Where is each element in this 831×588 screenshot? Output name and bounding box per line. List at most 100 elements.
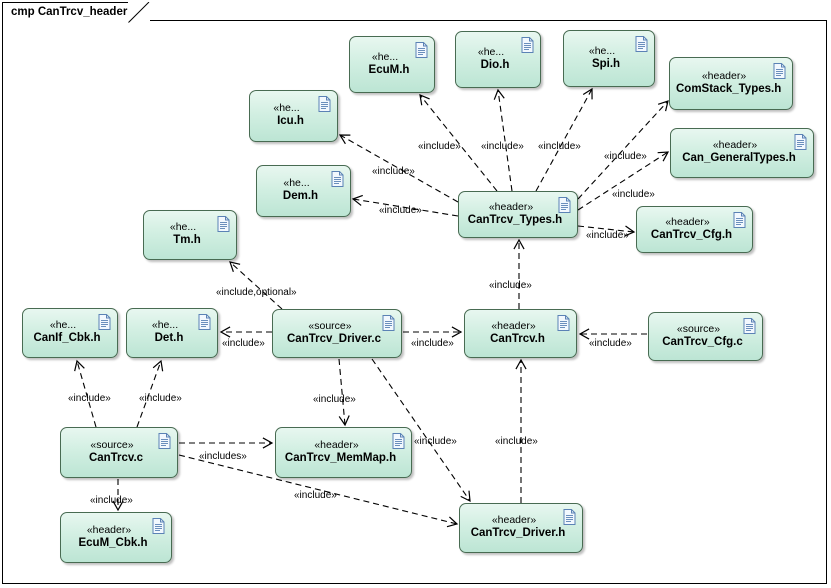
document-icon <box>558 197 571 213</box>
node-icu_h[interactable]: «he...Icu.h <box>249 90 338 142</box>
edge-label-driver-tm: «include,optional» <box>216 287 297 298</box>
node-name: CanTrcv_Cfg.h <box>650 228 733 241</box>
node-stereotype: «he... <box>371 50 399 63</box>
document-icon <box>98 314 111 330</box>
node-name: EcuM.h <box>368 63 410 76</box>
node-name: CanTrcv_Driver.h <box>470 527 566 540</box>
node-stereotype: «he... <box>588 44 616 57</box>
document-icon <box>743 318 756 334</box>
node-stereotype: «he... <box>169 221 197 234</box>
document-icon <box>794 134 807 150</box>
node-det_h[interactable]: «he...Det.h <box>126 308 218 358</box>
node-cantrcv_h[interactable]: «header»CanTrcv.h <box>464 309 577 358</box>
document-icon <box>521 37 534 53</box>
node-stereotype: «he... <box>49 319 77 332</box>
edge-label-types-dio: «include» <box>481 141 524 152</box>
edge-label-cantrcvh-types: «include» <box>489 280 532 291</box>
document-icon <box>733 212 746 228</box>
node-cantrcv_cfg_h[interactable]: «header»CanTrcv_Cfg.h <box>636 206 753 253</box>
node-stereotype: «header» <box>491 319 536 332</box>
node-name: ComStack_Types.h <box>676 82 782 95</box>
node-stereotype: «header» <box>86 523 132 536</box>
document-icon <box>415 42 428 58</box>
node-stereotype: «header» <box>665 215 710 228</box>
node-stereotype: «header» <box>488 200 534 213</box>
node-cantrcv_memmap_h[interactable]: «header»CanTrcv_MemMap.h <box>275 427 412 478</box>
edge-label-types-cfg: «include» <box>586 230 629 241</box>
node-name: Can_GeneralTypes.h <box>682 152 796 165</box>
frame-tab-corner-icon <box>128 2 151 24</box>
node-name: CanIf_Cbk.h <box>33 332 101 345</box>
document-icon <box>392 433 405 449</box>
node-stereotype: «he... <box>283 177 310 190</box>
edge-label-cantrcvc-det: «include» <box>139 393 182 404</box>
node-name: Icu.h <box>277 115 304 128</box>
document-icon <box>773 63 786 79</box>
edge-label-cantrcvc-memmap: «includes» <box>199 451 247 462</box>
edge-label-types-spi: «include» <box>538 141 581 152</box>
node-stereotype: «he... <box>151 319 179 332</box>
edge-label-types-icu: «include» <box>372 166 415 177</box>
node-name: CanTrcv.h <box>490 332 545 345</box>
node-stereotype: «header» <box>491 514 537 527</box>
edge-label-memmap-driverh: «include» <box>414 436 457 447</box>
node-name: EcuM_Cbk.h <box>78 536 148 549</box>
edge-label-types-cangeneral: «include» <box>612 189 655 200</box>
edge-label-driverh-cantrcvh: «include» <box>495 436 538 447</box>
node-stereotype: «header» <box>314 438 359 451</box>
node-stereotype: «header» <box>712 139 758 152</box>
document-icon <box>563 509 576 525</box>
node-name: Dio.h <box>480 58 510 71</box>
document-icon <box>158 433 171 449</box>
node-can_generaltypes_h[interactable]: «header»Can_GeneralTypes.h <box>670 128 814 178</box>
node-cantrcv_types_h[interactable]: «header»CanTrcv_Types.h <box>458 191 578 238</box>
edge-label-cantrcvc-driverh: «include» <box>294 490 337 501</box>
node-comstack_types_h[interactable]: «header»ComStack_Types.h <box>669 57 793 110</box>
diagram-frame-tab: cmp CanTrcv_header <box>2 2 151 24</box>
document-icon <box>331 171 344 187</box>
diagram-title: cmp CanTrcv_header <box>11 5 128 18</box>
node-canif_cbk_h[interactable]: «he...CanIf_Cbk.h <box>22 308 118 358</box>
edge-label-driver-cantrcvh: «include» <box>411 338 454 349</box>
node-name: CanTrcv_Driver.c <box>287 332 381 345</box>
node-ecum_h[interactable]: «he...EcuM.h <box>349 36 435 93</box>
node-stereotype: «he... <box>477 45 505 58</box>
document-icon <box>557 315 570 331</box>
node-stereotype: «header» <box>701 69 747 82</box>
node-stereotype: «he... <box>273 102 300 115</box>
node-stereotype: «source» <box>90 438 134 451</box>
edge-label-cantrcvc-canif: «include» <box>68 393 111 404</box>
node-cantrcv_c[interactable]: «source»CanTrcv.c <box>60 427 178 478</box>
edge-label-cantrcvc-ecumcbk: «include» <box>90 495 133 506</box>
edge-label-driver-det: «include» <box>222 338 265 349</box>
node-dem_h[interactable]: «he...Dem.h <box>256 165 351 217</box>
node-spi_h[interactable]: «he...Spi.h <box>563 30 655 87</box>
node-cantrcv_cfg_c[interactable]: «source»CanTrcv_Cfg.c <box>648 312 763 361</box>
node-cantrcv_driver_c[interactable]: «source»CanTrcv_Driver.c <box>272 309 402 358</box>
edge-label-types-comstack: «include» <box>604 151 647 162</box>
document-icon <box>318 96 331 112</box>
document-icon <box>152 518 165 534</box>
node-tm_h[interactable]: «he...Tm.h <box>143 210 237 260</box>
node-name: CanTrcv_MemMap.h <box>284 451 397 464</box>
document-icon <box>198 314 211 330</box>
edge-label-cfgc-cantrcvh: «include» <box>589 338 632 349</box>
node-stereotype: «source» <box>308 319 352 332</box>
document-icon <box>382 315 395 331</box>
node-name: Tm.h <box>173 234 201 247</box>
node-name: Spi.h <box>591 57 621 70</box>
node-name: CanTrcv_Cfg.c <box>662 335 743 348</box>
node-name: CanTrcv_Types.h <box>467 213 563 226</box>
node-name: Dem.h <box>282 190 319 203</box>
node-cantrcv_driver_h[interactable]: «header»CanTrcv_Driver.h <box>459 503 583 553</box>
node-name: Det.h <box>154 332 184 345</box>
edge-label-driver-memmap: «include» <box>313 394 356 405</box>
node-dio_h[interactable]: «he...Dio.h <box>455 31 541 88</box>
document-icon <box>635 36 648 52</box>
document-icon <box>217 216 230 232</box>
node-name: CanTrcv.c <box>88 451 144 464</box>
node-stereotype: «source» <box>676 322 721 335</box>
node-ecum_cbk_h[interactable]: «header»EcuM_Cbk.h <box>60 512 172 563</box>
edge-label-types-dem: «include» <box>379 205 422 216</box>
